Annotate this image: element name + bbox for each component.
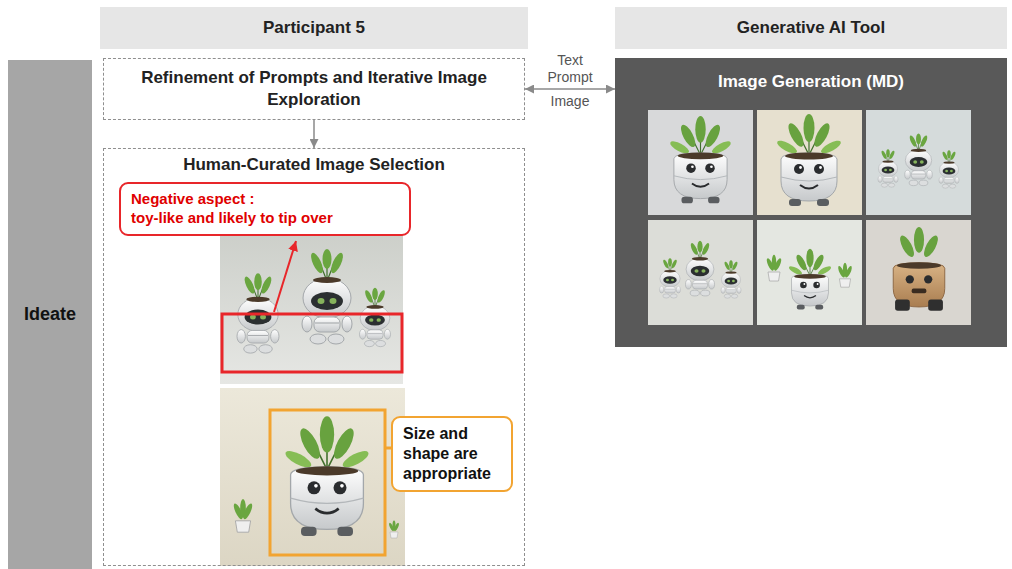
column-header: Participant 5 <box>100 7 528 49</box>
edge-label: Text Prompt <box>535 52 605 86</box>
tool-panel: Image Generation (MD) <box>615 58 1007 347</box>
process-title: Refinement of Prompts and Iterative Imag… <box>124 67 504 111</box>
selected-image-1 <box>220 212 403 384</box>
callout-heading: Negative aspect : <box>131 190 399 209</box>
edge-label: Image <box>535 93 605 110</box>
callout-text: Size and shape are appropriate <box>403 424 501 484</box>
connector-arrow <box>313 120 315 148</box>
connector-arrow <box>525 88 615 90</box>
column-header: Generative AI Tool <box>615 7 1007 49</box>
group-box: Human-Curated Image SelectionNegative as… <box>103 148 525 566</box>
image-tile <box>866 220 971 325</box>
callout-text: toy-like and likely to tip over <box>131 209 399 228</box>
highlight-box <box>270 410 385 555</box>
image-tile <box>866 110 971 215</box>
panel-title: Image Generation (MD) <box>615 72 1007 92</box>
image-tile <box>648 110 753 215</box>
selected-image-2 <box>220 388 405 566</box>
image-tile <box>757 220 862 325</box>
image-tile <box>648 220 753 325</box>
callout-box: Negative aspect :toy-like and likely to … <box>119 182 411 236</box>
process-box: Refinement of Prompts and Iterative Imag… <box>103 58 525 120</box>
group-title: Human-Curated Image Selection <box>104 154 524 176</box>
header-text: Participant 5 <box>263 18 365 38</box>
header-text: Generative AI Tool <box>737 18 885 38</box>
stage-label: Ideate <box>24 304 76 325</box>
image-tile <box>757 110 862 215</box>
callout-box: Size and shape are appropriate <box>391 416 513 492</box>
stage-band: Ideate <box>8 60 92 569</box>
leader-arrow <box>274 241 296 312</box>
highlight-box <box>222 314 402 372</box>
generated-images <box>615 58 1007 347</box>
